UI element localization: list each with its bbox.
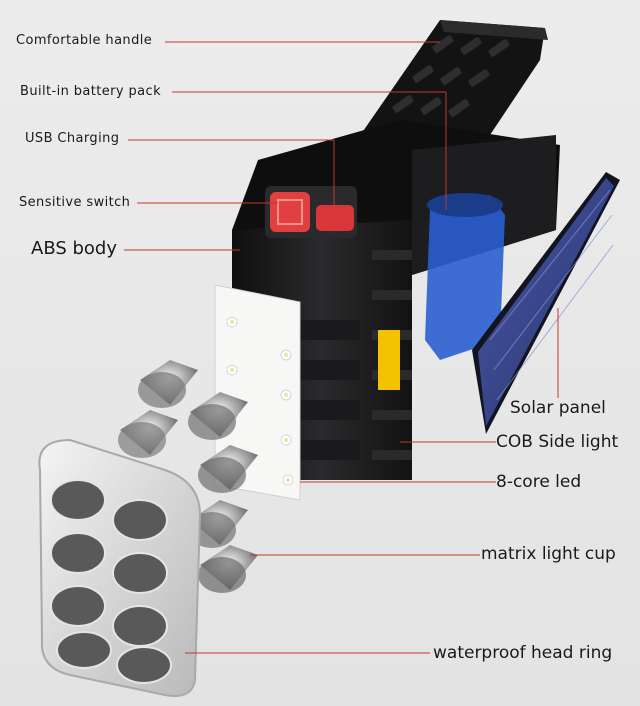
label-usb-charging: USB Charging: [25, 131, 119, 146]
label-cob-side-light: COB Side light: [496, 432, 618, 452]
label-solar-panel: Solar panel: [510, 398, 606, 418]
label-matrix-light-cup: matrix light cup: [481, 544, 616, 564]
label-battery-pack: Built-in battery pack: [20, 84, 161, 99]
label-8-core-led: 8-core led: [496, 472, 581, 492]
label-abs-body: ABS body: [31, 238, 117, 259]
switch: [265, 186, 357, 238]
waterproof-head-ring: [39, 440, 200, 696]
label-waterproof-head-ring: waterproof head ring: [433, 643, 612, 663]
label-sensitive-switch: Sensitive switch: [19, 195, 130, 210]
cob-side-light: [378, 330, 400, 390]
label-comfortable-handle: Comfortable handle: [16, 33, 152, 48]
